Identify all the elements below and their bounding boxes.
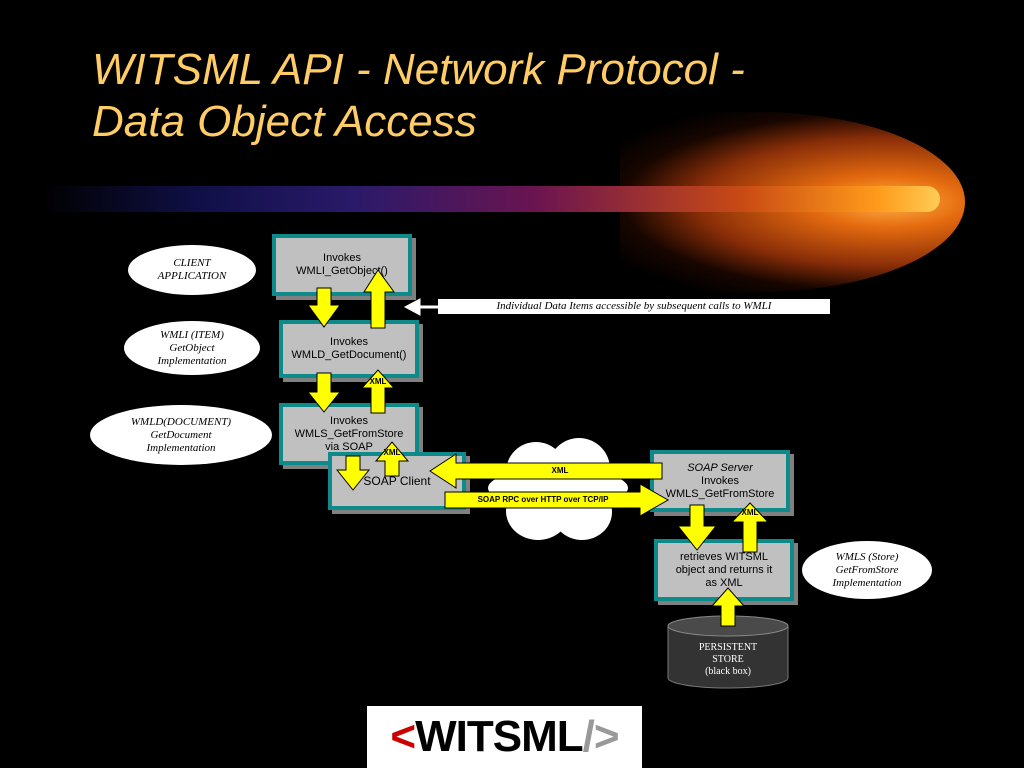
- wmli-access-note: Individual Data Items accessible by subs…: [438, 299, 830, 314]
- ellipse-line: APPLICATION: [157, 270, 227, 282]
- box-line: SOAP Server: [687, 461, 753, 474]
- box-line: WMLS_GetFromStore: [665, 487, 775, 500]
- arrow-up-xml-icon: [374, 441, 410, 477]
- title-line-2: Data Object Access: [92, 97, 477, 146]
- wmls-ellipse: WMLS (Store) GetFromStore Implementation: [802, 541, 932, 599]
- note-pointer-arrow: [403, 298, 438, 316]
- ellipse-line: GetDocument: [150, 428, 212, 441]
- xml-label: XML: [369, 377, 387, 386]
- ellipse-line: WMLS (Store): [835, 550, 899, 563]
- box-line: Invokes: [701, 474, 739, 487]
- retrieves-xml-box: retrieves WITSML object and returns it a…: [654, 539, 794, 601]
- wmld-ellipse: WMLD(DOCUMENT) GetDocument Implementatio…: [90, 405, 272, 465]
- logo-close-bracket: />: [582, 712, 620, 761]
- slide-title: WITSML API - Network Protocol - Data Obj…: [92, 44, 892, 148]
- box-line: Invokes: [330, 336, 368, 348]
- box-line: Invokes: [323, 252, 361, 264]
- box-line: SOAP Client: [363, 473, 431, 488]
- arrow-up-xml-icon: [360, 369, 396, 414]
- xml-network-label: XML: [551, 466, 569, 475]
- box-line: WMLI_GetObject(): [296, 265, 388, 277]
- box-line: as XML: [705, 576, 743, 589]
- logo-open-bracket: <: [390, 712, 416, 761]
- ellipse-line: Implementation: [157, 354, 227, 367]
- ellipse-line: CLIENT: [173, 257, 211, 269]
- ellipse-line: WMLD(DOCUMENT): [130, 415, 232, 428]
- arrow-down-icon: [307, 287, 341, 328]
- arrow-down-icon: [335, 455, 371, 491]
- title-line-1: WITSML API - Network Protocol -: [92, 45, 745, 94]
- xml-label: XML: [741, 508, 759, 517]
- wmld-getdocument-box: Invokes WMLD_GetDocument(): [279, 320, 419, 378]
- persistent-store-label: PERSISTENT STORE (black box): [668, 642, 788, 678]
- soap-rpc-label: SOAP RPC over HTTP over TCP/IP: [477, 495, 609, 504]
- xml-label: XML: [383, 448, 401, 457]
- ellipse-line: GetFromStore: [835, 563, 899, 576]
- arrow-down-icon: [676, 504, 718, 551]
- box-line: Invokes: [330, 414, 368, 427]
- box-line: retrieves WITSML: [679, 550, 768, 563]
- ellipse-line: Implementation: [146, 441, 216, 454]
- box-line: WMLS_GetFromStore: [294, 427, 404, 440]
- ellipse-line: GetObject: [169, 341, 215, 354]
- arrow-down-icon: [306, 372, 342, 413]
- wmli-ellipse: WMLI (ITEM) GetObject Implementation: [124, 321, 260, 375]
- arrow-up-xml-icon: [730, 502, 770, 553]
- soap-server-box: SOAP Server Invokes WMLS_GetFromStore: [650, 450, 790, 512]
- comet-beam-decoration: [40, 186, 940, 212]
- ellipse-line: WMLI (ITEM): [160, 328, 224, 341]
- witsml-logo: <WITSML/>: [367, 706, 642, 768]
- arrow-up-icon: [710, 587, 746, 627]
- arrow-up-icon: [363, 269, 395, 329]
- box-line: WMLD_GetDocument(): [291, 349, 407, 361]
- box-line: object and returns it: [675, 563, 773, 576]
- ellipse-line: Implementation: [832, 576, 902, 589]
- client-application-ellipse: CLIENT APPLICATION: [128, 245, 256, 295]
- arrow-right-soap-icon: [444, 483, 670, 517]
- logo-text: WITSML: [415, 712, 584, 761]
- arrow-left-xml-icon: [429, 453, 663, 489]
- store-line: PERSISTENT: [698, 642, 758, 653]
- store-line: STORE: [712, 654, 744, 665]
- store-line: (black box): [705, 666, 751, 677]
- box-line: via SOAP: [325, 440, 373, 453]
